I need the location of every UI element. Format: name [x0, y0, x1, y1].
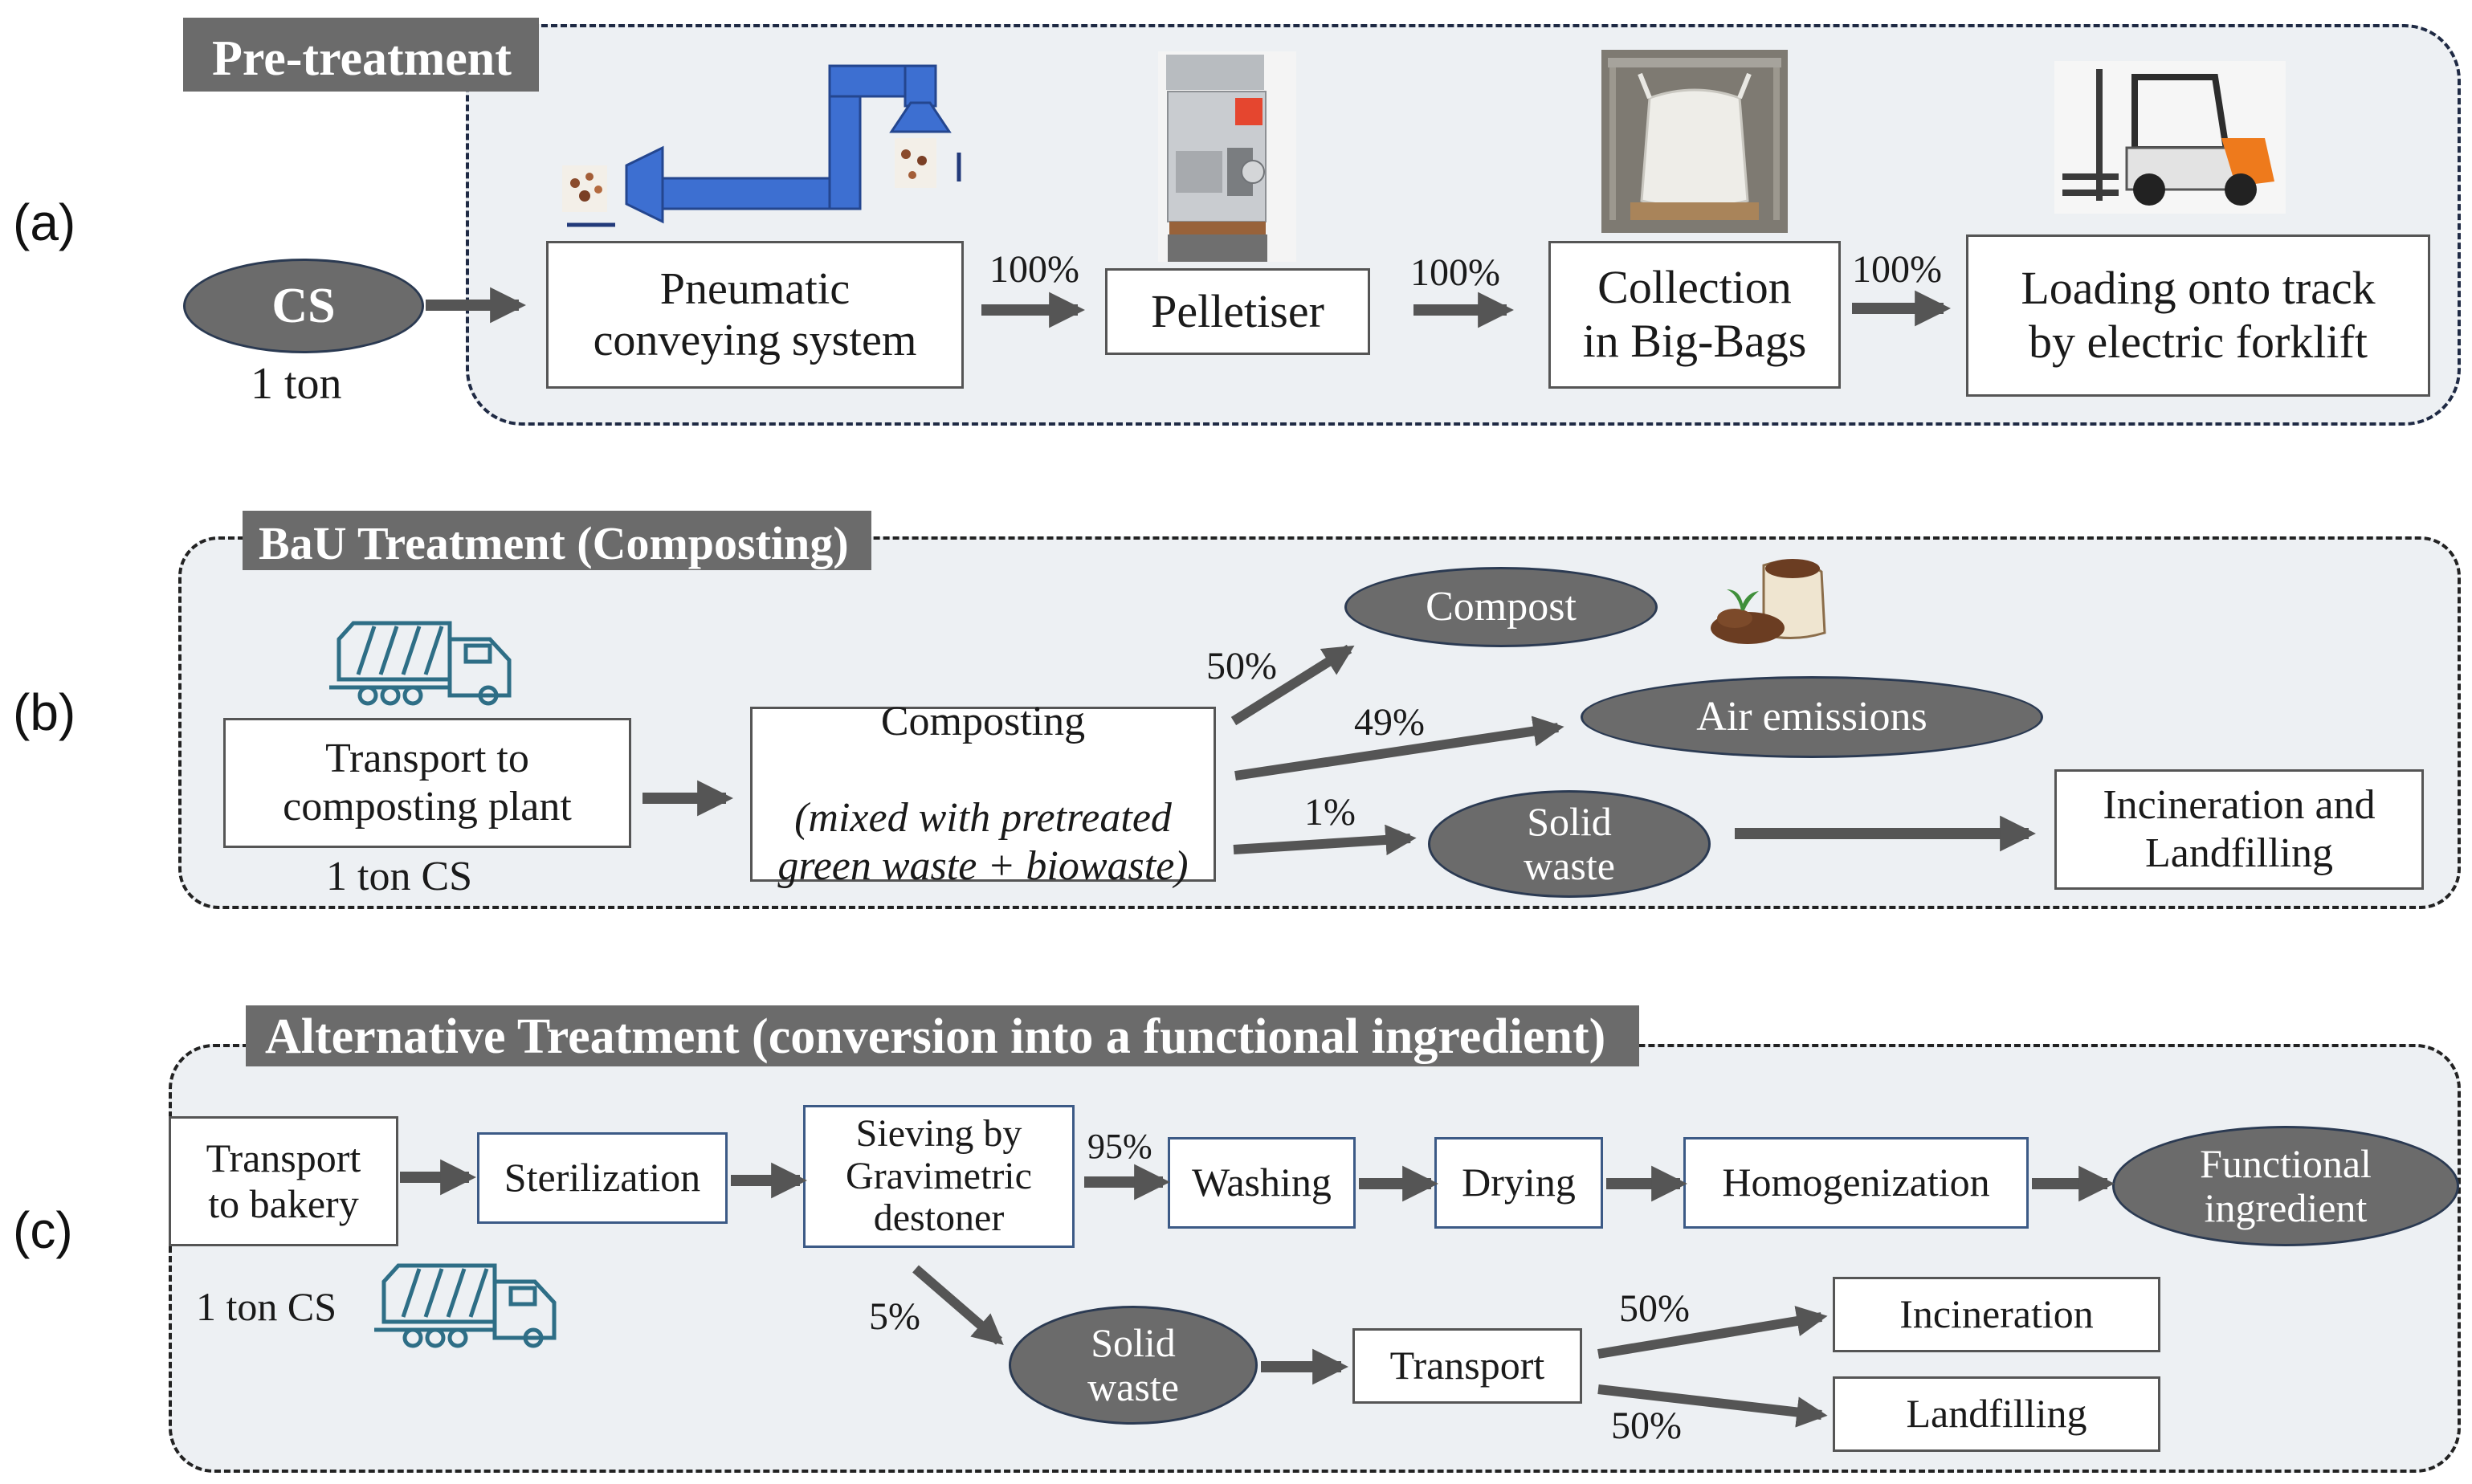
flow-pct-incineration: 50%: [1619, 1287, 1690, 1330]
landfilling-box: Landfilling: [1833, 1376, 2160, 1452]
drying-box: Drying: [1434, 1137, 1603, 1229]
bau-input-amount: 1 ton CS: [326, 854, 473, 899]
bau-solid-waste-oval: Solid waste: [1428, 790, 1711, 898]
transport-composting-box: Transport to composting plant: [223, 718, 631, 848]
flow-pct-solid: 1%: [1304, 791, 1356, 834]
electric-forklift-photo: [2054, 61, 2286, 214]
flow-pct-compost: 50%: [1206, 645, 1277, 687]
sterilization-box: Sterilization: [477, 1132, 728, 1224]
flow-pct-air: 49%: [1354, 701, 1425, 744]
alt-transport-box: Transport: [1352, 1328, 1582, 1404]
incineration-landfilling-box: Incineration and Landfilling: [2054, 769, 2424, 890]
cs-input-amount: 1 ton: [251, 359, 342, 409]
washing-box: Washing: [1168, 1137, 1356, 1229]
big-bag-photo: [1601, 50, 1788, 233]
big-bags-box: Collection in Big-Bags: [1548, 241, 1841, 389]
air-emissions-oval: Air emissions: [1581, 676, 2043, 758]
incineration-box: Incineration: [1833, 1277, 2160, 1352]
sieving-destoner-box: Sieving by Gravimetric destoner: [803, 1105, 1075, 1248]
pneumatic-conveying-box: Pneumatic conveying system: [546, 241, 964, 389]
flow-pct-bigbags: 100%: [1410, 251, 1500, 294]
compost-oval: Compost: [1344, 567, 1658, 647]
panel-label-b: (b): [13, 683, 76, 741]
panel-label-a: (a): [13, 194, 76, 251]
alt-solid-waste-oval: Solid waste: [1009, 1306, 1258, 1425]
flow-pct-washing: 95%: [1087, 1127, 1152, 1166]
flow-pct-loading: 100%: [1852, 248, 1942, 291]
composting-note: (mixed with pretreated green waste + bio…: [777, 795, 1189, 889]
loading-forklift-box: Loading onto track by electric forklift: [1966, 234, 2430, 397]
flow-pct-landfilling: 50%: [1611, 1404, 1682, 1447]
composting-title: Composting: [880, 699, 1086, 745]
flow-pct-solid-waste: 5%: [869, 1295, 920, 1338]
alt-input-amount: 1 ton CS: [196, 1284, 337, 1329]
cs-input-oval: CS: [183, 259, 424, 353]
composting-box: Composting (mixed with pretreated green …: [750, 699, 1216, 889]
pretreatment-title: Pre-treatment: [183, 18, 539, 92]
transport-bakery-box: Transport to bakery: [169, 1116, 398, 1246]
flow-pct-pelletiser: 100%: [989, 248, 1079, 291]
pelletiser-machine-photo: [1158, 51, 1296, 262]
alternative-treatment-title: Alternative Treatment (conversion into a…: [246, 1005, 1640, 1066]
functional-ingredient-oval: Functional ingredient: [2112, 1126, 2459, 1246]
homogenization-box: Homogenization: [1683, 1137, 2029, 1229]
pelletiser-box: Pelletiser: [1105, 268, 1370, 355]
bau-treatment-title: BaU Treatment (Composting): [243, 511, 871, 570]
panel-label-c: (c): [13, 1201, 73, 1259]
